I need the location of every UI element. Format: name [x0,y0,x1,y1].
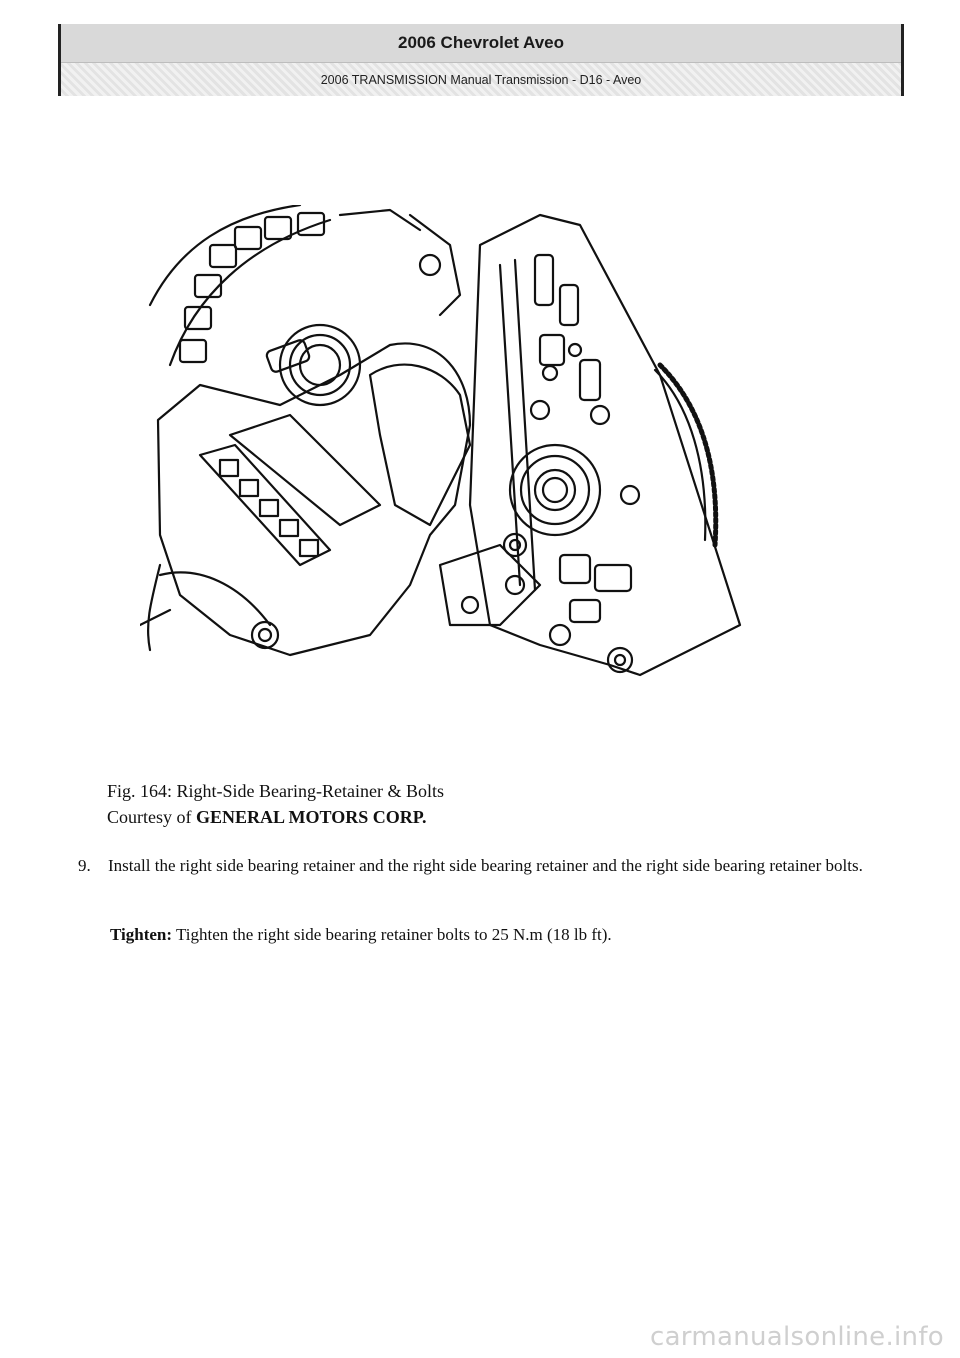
header-title: 2006 Chevrolet Aveo [398,33,564,52]
credit-prefix: Courtesy of [107,807,196,827]
header-title-bar: 2006 Chevrolet Aveo [61,24,901,63]
figure-credit: Courtesy of GENERAL MOTORS CORP. [107,804,444,830]
step-number: 9. [78,856,91,875]
procedure-step: 9. Install the right side bearing retain… [78,851,878,881]
torque-text: Tighten the right side bearing retainer … [172,925,612,944]
torque-label: Tighten: [110,925,173,944]
watermark: carmanualsonline.info [649,1322,944,1352]
figure-caption: Fig. 164: Right-Side Bearing-Retainer & … [107,778,444,830]
torque-spec: Tighten: Tighten the right side bearing … [110,925,612,945]
figure-title: Fig. 164: Right-Side Bearing-Retainer & … [107,781,444,801]
document-header: 2006 Chevrolet Aveo 2006 TRANSMISSION Ma… [58,24,904,96]
step-text: Install the right side bearing retainer … [108,856,863,875]
header-subtitle-bar: 2006 TRANSMISSION Manual Transmission - … [61,63,901,96]
transmission-diagram [138,203,765,745]
credit-org: GENERAL MOTORS CORP. [196,807,427,827]
header-subtitle: 2006 TRANSMISSION Manual Transmission - … [320,72,642,87]
